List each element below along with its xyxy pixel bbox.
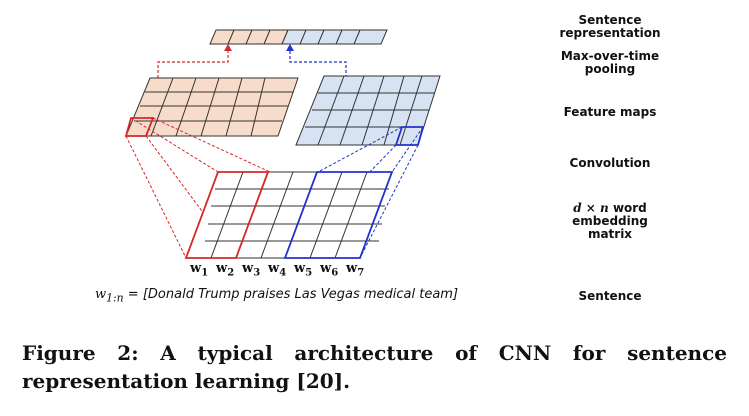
feature-map-blue [295,75,441,146]
word-label: w7 [346,261,365,279]
convolution-connectors-red [125,117,271,259]
sentence-text: [Donald Trump praises Las Vegas medical … [142,287,459,302]
convolution-filter-blue [283,171,394,259]
label-embedding-matrix: d × n word embedding matrix [572,201,648,241]
sentence-representation-vector [209,29,388,45]
cnn-architecture-diagram [124,29,441,259]
word-label: w5 [294,261,313,279]
sentence-equation: w1:n = [Donald Trump praises Las Vegas m… [95,287,515,305]
equals-sign: = [127,287,139,302]
convolution-filter-red [184,171,270,259]
word-labels: w1 w2 w3 w4 w5 w6 w7 [190,261,400,281]
label-max-over-time-pooling: Max-over-time pooling [560,49,660,76]
word-label: w4 [268,261,287,279]
label-sentence: Sentence [578,289,642,303]
label-convolution: Convolution [569,156,651,170]
word-label: w1 [190,261,209,279]
sentence-variable: w1:n [95,287,124,305]
pooling-arrowhead-blue [286,44,294,51]
figure-caption: Figure 2: A typical architecture of CNN … [22,341,727,393]
word-label: w6 [320,261,339,279]
word-label: w2 [216,261,235,279]
word-label: w3 [242,261,261,279]
label-feature-maps: Feature maps [563,105,657,119]
embedding-matrix [184,171,394,259]
pooling-arrowhead-red [224,44,232,51]
label-sentence-representation: Sentence representation [559,13,661,40]
feature-map-orange [124,77,299,137]
